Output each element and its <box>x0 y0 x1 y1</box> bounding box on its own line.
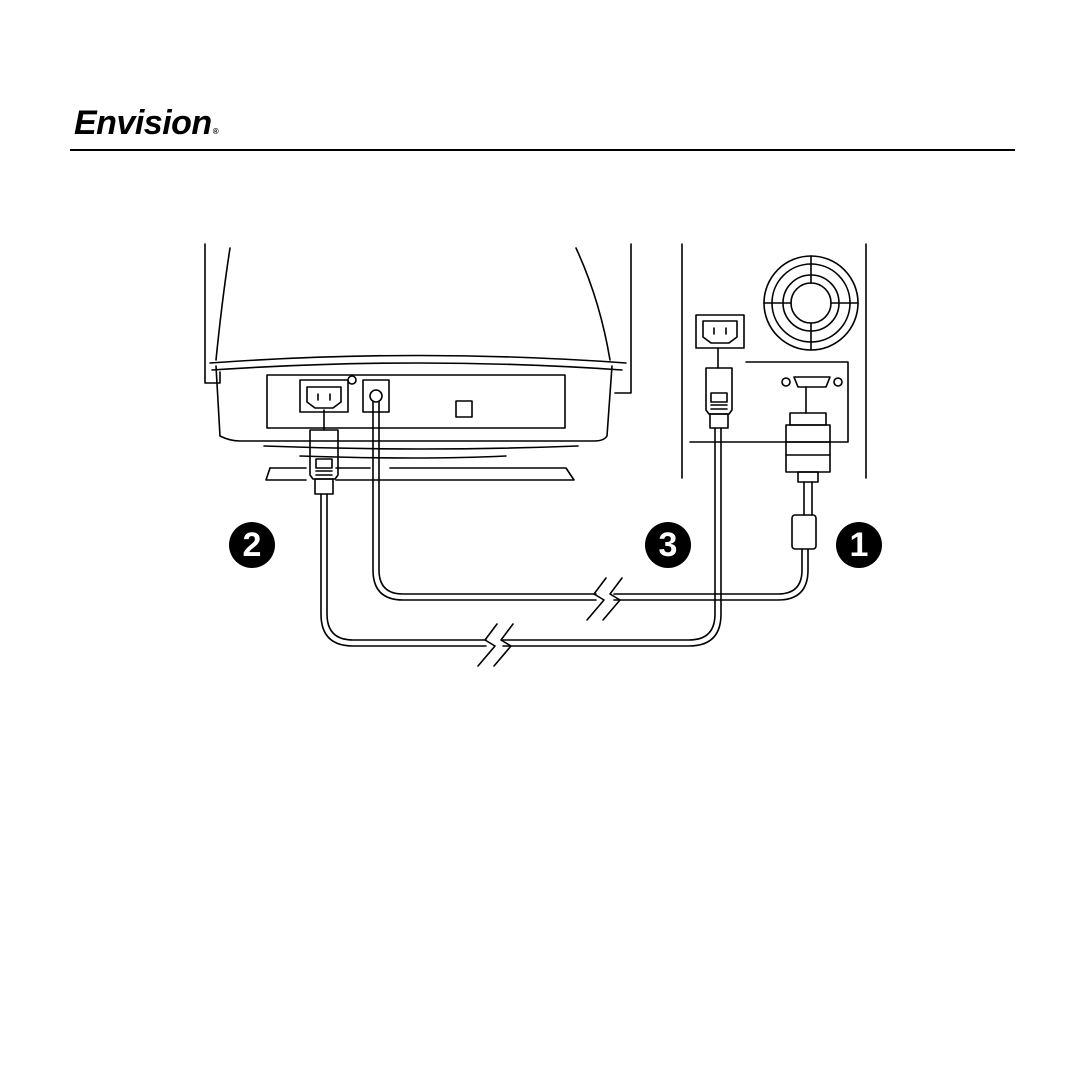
computer-rear <box>682 244 866 478</box>
cable-computer-power <box>715 428 721 600</box>
step-3-badge: 3 <box>645 522 691 568</box>
computer-power-plug <box>706 348 732 428</box>
cable-signal <box>373 402 812 620</box>
vga-plug <box>786 387 830 549</box>
monitor-rear <box>205 244 631 480</box>
step-2-badge: 2 <box>229 522 275 568</box>
monitor-power-plug <box>310 410 338 494</box>
step-1-badge: 1 <box>836 522 882 568</box>
